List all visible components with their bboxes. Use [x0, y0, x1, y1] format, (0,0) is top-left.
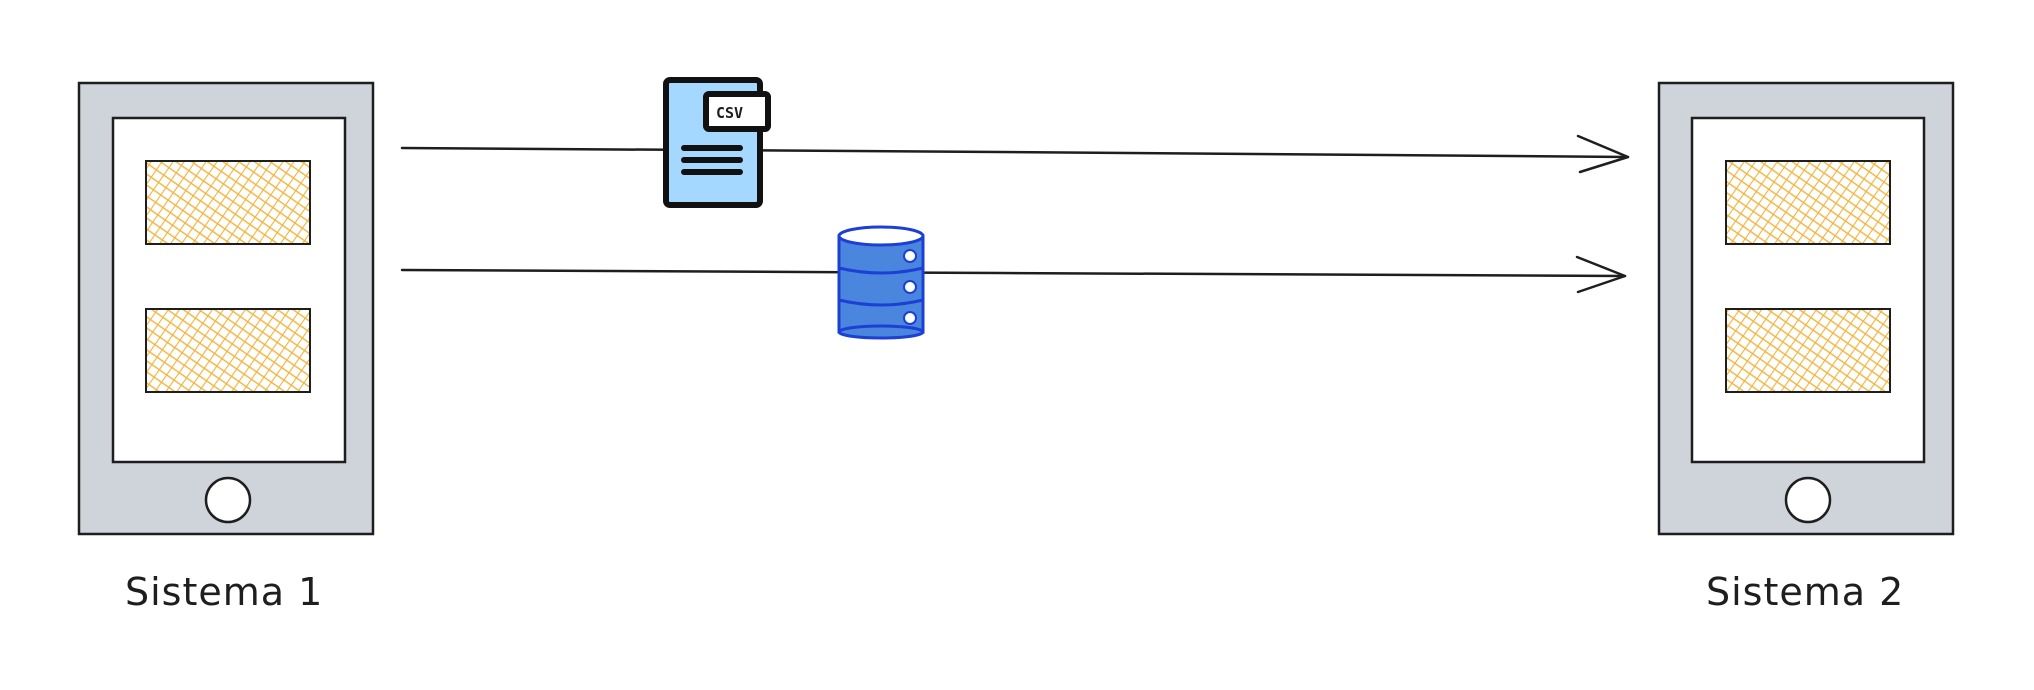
- database-icon: [839, 227, 923, 338]
- csv-file-icon: CSV: [666, 80, 768, 205]
- system-2-home-button: [1786, 478, 1830, 522]
- csv-badge-label: CSV: [716, 104, 743, 122]
- system-1-device: [79, 83, 373, 534]
- system-1-panel-top: [146, 161, 310, 244]
- system-1-panel-bottom: [146, 309, 310, 392]
- system-1-home-button: [206, 478, 250, 522]
- system-1-label: Sistema 1: [125, 570, 323, 614]
- system-2-device: [1659, 83, 1953, 534]
- system-2-panel-bottom: [1726, 309, 1890, 392]
- arrow-database-flow: [402, 257, 1625, 292]
- system-2-label: Sistema 2: [1706, 570, 1904, 614]
- arrow-csv-flow: [402, 136, 1628, 172]
- system-2-panel-top: [1726, 161, 1890, 244]
